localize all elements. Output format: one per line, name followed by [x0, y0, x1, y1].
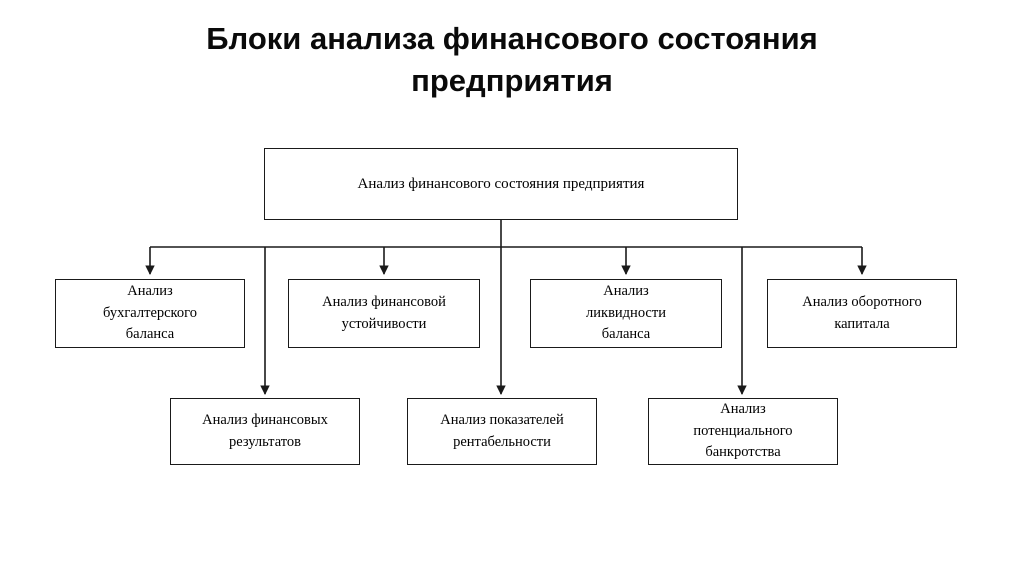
page-title: Блоки анализа финансового состояния пред… [0, 18, 1024, 102]
node-level2-accounting-balance[interactable]: Анализ бухгалтерского баланса [55, 279, 245, 348]
node-level2-working-capital[interactable]: Анализ оборотного капитала [767, 279, 957, 348]
node-level2-balance-liquidity[interactable]: Анализ ликвидности баланса [530, 279, 722, 348]
page-title-line-1: Блоки анализа финансового состояния [206, 21, 818, 56]
node-level3-profitability-indicators[interactable]: Анализ показателей рентабельности [407, 398, 597, 465]
node-level2-accounting-balance-label: Анализ бухгалтерского баланса [103, 282, 197, 343]
node-root[interactable]: Анализ финансового состояния предприятия [264, 148, 738, 220]
node-level3-financial-results-label: Анализ финансовых результатов [202, 411, 328, 450]
node-level3-profitability-indicators-label: Анализ показателей рентабельности [440, 411, 564, 450]
node-level2-balance-liquidity-label: Анализ ликвидности баланса [586, 282, 666, 343]
node-level2-working-capital-label: Анализ оборотного капитала [802, 293, 922, 332]
node-root-label: Анализ финансового состояния предприятия [357, 175, 645, 192]
node-level2-financial-stability-label: Анализ финансовой устойчивости [322, 293, 446, 332]
page-title-line-2: предприятия [411, 62, 613, 98]
node-level3-financial-results[interactable]: Анализ финансовых результатов [170, 398, 360, 465]
node-level2-financial-stability[interactable]: Анализ финансовой устойчивости [288, 279, 480, 348]
node-level3-potential-bankruptcy-label: Анализ потенциального банкротства [693, 400, 793, 461]
node-level3-potential-bankruptcy[interactable]: Анализ потенциального банкротства [648, 398, 838, 465]
